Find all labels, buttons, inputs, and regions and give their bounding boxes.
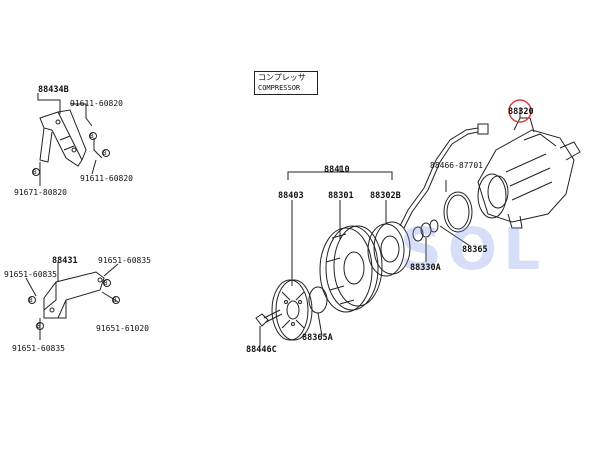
bolt-88446c — [255, 309, 283, 346]
callout-marker — [32, 132, 110, 176]
label-88410: 88410 — [324, 165, 350, 175]
label-88466: 88466-87701 — [430, 161, 483, 170]
label-88302b: 88302B — [370, 191, 401, 201]
compressor-body-88320 — [477, 117, 581, 229]
title-jp: コンプレッサ — [258, 73, 306, 82]
label-91651-a: 91651-60835 — [98, 256, 151, 265]
title-en: COMPRESSOR — [258, 84, 301, 92]
callout-b-2: B — [103, 150, 107, 157]
highlight-ring — [508, 99, 532, 123]
watermark: SOL — [400, 215, 547, 283]
shim-88330a — [412, 219, 439, 242]
pressure-plate-88403 — [271, 279, 313, 341]
snap-ring-88365a — [308, 286, 328, 337]
label-88301: 88301 — [328, 191, 354, 201]
callout-b-1: B — [90, 133, 94, 140]
label-88431: 88431 — [52, 256, 78, 266]
callout-b-3: B — [33, 169, 37, 176]
pulley-88301 — [319, 225, 383, 313]
label-91651-c: 91651-61020 — [96, 324, 149, 333]
label-91611-a: 91611-60820 — [70, 99, 123, 108]
label-88330a: 88330A — [410, 263, 441, 273]
label-91651-b: 91651-60835 — [4, 270, 57, 279]
label-91651-d: 91651-60835 — [12, 344, 65, 353]
bracket-88431 — [43, 271, 105, 319]
label-91671: 91671-80820 — [14, 188, 67, 197]
bracket-88434b — [39, 109, 87, 167]
label-88403: 88403 — [278, 191, 304, 201]
stator-88302b — [367, 221, 411, 277]
callout-b-7: B — [104, 280, 108, 287]
o-ring-88466 — [443, 191, 473, 233]
label-88365a: 88365A — [302, 333, 333, 343]
label-88320: 88320 — [508, 107, 534, 117]
label-88446c: 88446C — [246, 345, 277, 355]
label-88365: 88365 — [462, 245, 488, 255]
callout-b-5: B — [113, 297, 117, 304]
callout-b-6: B — [37, 323, 41, 330]
title-box: コンプレッサ COMPRESSOR — [254, 71, 318, 95]
callout-b-4: B — [29, 297, 33, 304]
label-91611-b: 91611-60820 — [80, 174, 133, 183]
label-88434b: 88434B — [38, 85, 69, 95]
